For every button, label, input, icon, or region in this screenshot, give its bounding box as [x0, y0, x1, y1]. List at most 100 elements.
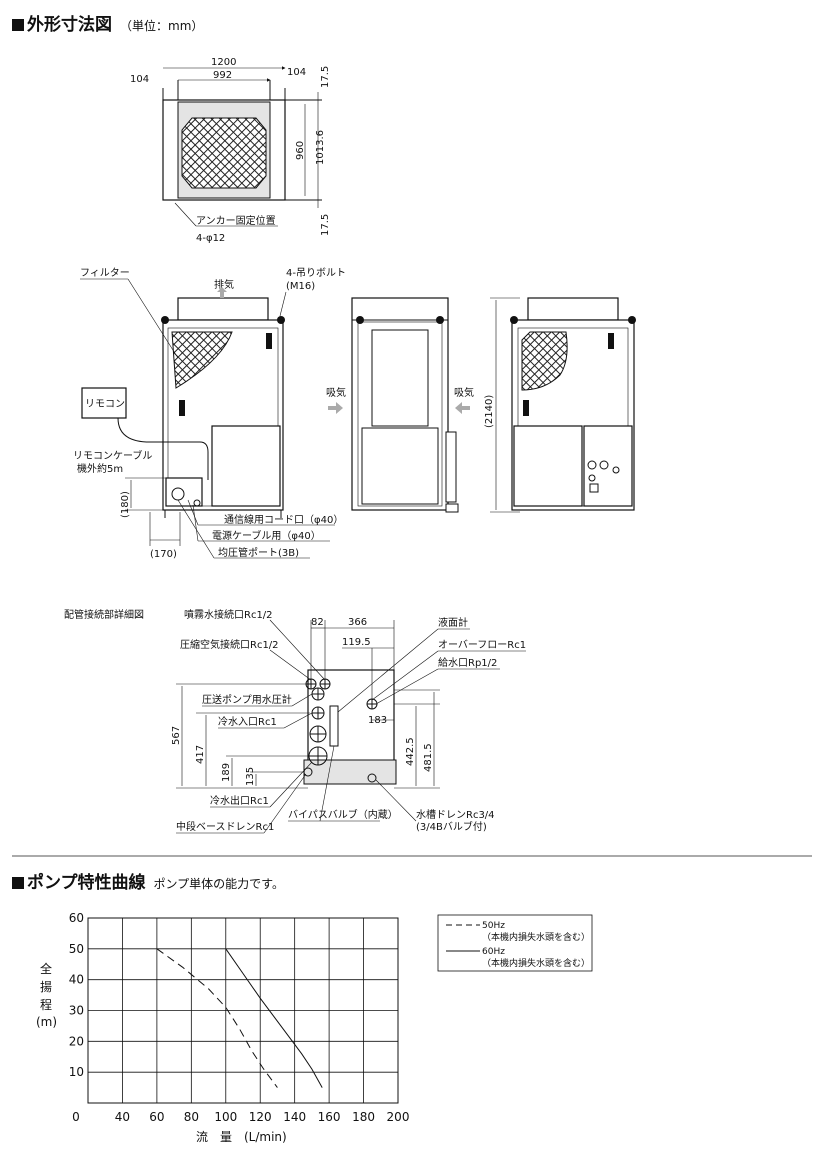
- y-axis-label-1: 全: [40, 961, 52, 976]
- y-tick-label: 40: [69, 973, 84, 987]
- tank-drain-valve-label: (3/4Bバルブ付): [416, 820, 487, 833]
- intake-left-label: 吸気: [326, 386, 346, 399]
- dim-17-5-bottom: 17.5: [320, 214, 331, 236]
- series-line-60hz: [225, 948, 323, 1088]
- power-port-label: 電源ケーブル用（φ40）: [212, 529, 321, 542]
- top-view: 1200 992 104 104 960 1013.6 17.5 17.5 アン…: [130, 57, 331, 244]
- dim-183: 183: [368, 715, 387, 726]
- dim-960: 960: [295, 141, 306, 160]
- x-tick-label: 180: [352, 1110, 375, 1124]
- comm-port-label: 通信線用コード口（φ40）: [224, 513, 343, 526]
- piping-detail: 配管接続部詳細図 82 366 119.5 183 567 417 189: [64, 608, 526, 834]
- dim-189: 189: [221, 763, 232, 782]
- dim-992: 992: [213, 70, 232, 81]
- chart-legend: 50Hz （本機内損失水頭を含む） 60Hz （本機内損失水頭を含む）: [437, 914, 593, 972]
- x-tick-labels: 0 40 60 80 100 120 140 160 180 200: [72, 1110, 409, 1124]
- exhaust-label: 排気: [214, 278, 234, 291]
- y-axis-label-2: 揚: [40, 980, 52, 994]
- x-tick-label: 80: [184, 1110, 199, 1124]
- dim-567: 567: [171, 726, 182, 745]
- tank-drain-label: 水槽ドレンRc3/4: [416, 808, 495, 821]
- supply-label: 給水口Rp1/2: [438, 656, 497, 669]
- hang-bolt-label: 4-吊りボルト: [286, 267, 346, 279]
- y-tick-label: 20: [69, 1034, 84, 1048]
- legend-60hz: 60Hz: [482, 947, 505, 957]
- rear-elevation: (2140): [484, 297, 636, 513]
- unit-note: （単位：mm）: [120, 19, 204, 33]
- chart-series: [156, 948, 323, 1088]
- x-tick-label: 100: [214, 1110, 237, 1124]
- air-label: 圧縮空気接続口Rc1/2: [180, 638, 279, 651]
- section-title-dimensions: 外形寸法図 （単位：mm）: [12, 10, 203, 35]
- anchor-spec: 4-φ12: [196, 233, 225, 244]
- pump-gauge-label: 圧送ポンプ用水圧計: [202, 693, 292, 706]
- dim-119-5: 119.5: [342, 637, 371, 648]
- front-elevation: 排気 フィルター 4-吊りボルト (M16) リモコン リモコンケーブル 機外約…: [73, 267, 346, 560]
- anchor-label: アンカー固定位置: [196, 214, 276, 227]
- remote-cable-label: リモコンケーブル: [73, 449, 152, 462]
- legend-box: [437, 914, 593, 972]
- y-tick-label: 30: [69, 1004, 84, 1018]
- top-view-fan-grille: [181, 117, 267, 189]
- remote-cable: [117, 417, 209, 480]
- x-axis-label: 流 量 (L/min): [196, 1130, 287, 1144]
- pump-curve-title: ポンプ特性曲線: [27, 873, 146, 893]
- y-axis-label-4: (m): [36, 1015, 57, 1029]
- exhaust-arrow-icon: [217, 287, 227, 298]
- intake-left-arrow-icon: [328, 402, 343, 414]
- filter-label: フィルター: [80, 267, 130, 279]
- x-tick-label: 140: [283, 1110, 306, 1124]
- dim-135: 135: [245, 767, 256, 786]
- x-tick-label: 160: [318, 1110, 341, 1124]
- legend-60hz-note: （本機内損失水頭を含む）: [482, 957, 590, 969]
- intake-right-label: 吸気: [454, 386, 474, 399]
- y-tick-labels: 60 50 40 30 20 10: [69, 911, 84, 1079]
- filter-mesh: [171, 331, 233, 389]
- level-label: 液面計: [438, 616, 468, 629]
- y-tick-label: 60: [69, 911, 84, 925]
- x-tick-label: 40: [115, 1110, 130, 1124]
- dim-2140: (2140): [484, 395, 495, 428]
- dim-1200: 1200: [211, 57, 236, 68]
- dim-481-5: 481.5: [423, 743, 434, 772]
- mid-drain-label: 中段ベースドレンRc1: [176, 820, 274, 833]
- section-title-pump: ポンプ特性曲線ポンプ単体の能力です。: [12, 868, 284, 893]
- dim-1013-6: 1013.6: [315, 130, 326, 165]
- rear-filter-mesh: [521, 331, 568, 391]
- remote-label: リモコン: [85, 399, 125, 410]
- y-tick-label: 10: [69, 1065, 84, 1079]
- x-tick-label: 0: [72, 1110, 80, 1124]
- x-tick-label: 120: [249, 1110, 272, 1124]
- x-tick-label: 60: [149, 1110, 164, 1124]
- pump-curve-subtitle: ポンプ単体の能力です。: [153, 877, 284, 891]
- side-elevation: 吸気 吸気: [326, 297, 474, 513]
- intake-right-arrow-icon: [455, 402, 470, 414]
- drawing-canvas: 1200 992 104 104 960 1013.6 17.5 17.5 アン…: [12, 57, 812, 857]
- legend-50hz-note: （本機内損失水頭を含む）: [482, 931, 590, 943]
- dim-180: (180): [120, 491, 131, 518]
- dim-442-5: 442.5: [405, 737, 416, 766]
- dim-170: (170): [150, 549, 177, 560]
- x-tick-label: 200: [387, 1110, 410, 1124]
- series-line-50hz: [156, 948, 278, 1088]
- remote-cable-length: 機外約5m: [77, 462, 123, 475]
- dim-417: 417: [195, 745, 206, 764]
- dimensions-title: 外形寸法図: [27, 15, 112, 35]
- cold-out-label: 冷水出口Rc1: [210, 794, 269, 807]
- overflow-label: オーバーフローRc1: [438, 639, 526, 651]
- section-square-icon: [12, 19, 24, 31]
- piping-title: 配管接続部詳細図: [64, 608, 144, 621]
- y-axis-label-3: 程: [40, 997, 52, 1012]
- spray-label: 噴霧水接続口Rc1/2: [184, 608, 273, 621]
- cold-in-label: 冷水入口Rc1: [218, 715, 277, 728]
- y-tick-label: 50: [69, 942, 84, 956]
- remote-box: [81, 387, 127, 419]
- bypass-label: バイパスバルブ（内蔵）: [288, 808, 398, 821]
- section-square-icon: [12, 877, 24, 889]
- pressure-port-label: 均圧管ポート(3B): [218, 546, 299, 559]
- pump-curve-chart: 60 50 40 30 20 10 0 40 60 80 100 120 140 160 180 200 全…: [36, 911, 593, 1144]
- hang-bolt-size: (M16): [286, 281, 315, 292]
- dim-82: 82: [311, 617, 324, 628]
- dim-366: 366: [348, 617, 367, 628]
- dim-17-5-top: 17.5: [320, 66, 331, 88]
